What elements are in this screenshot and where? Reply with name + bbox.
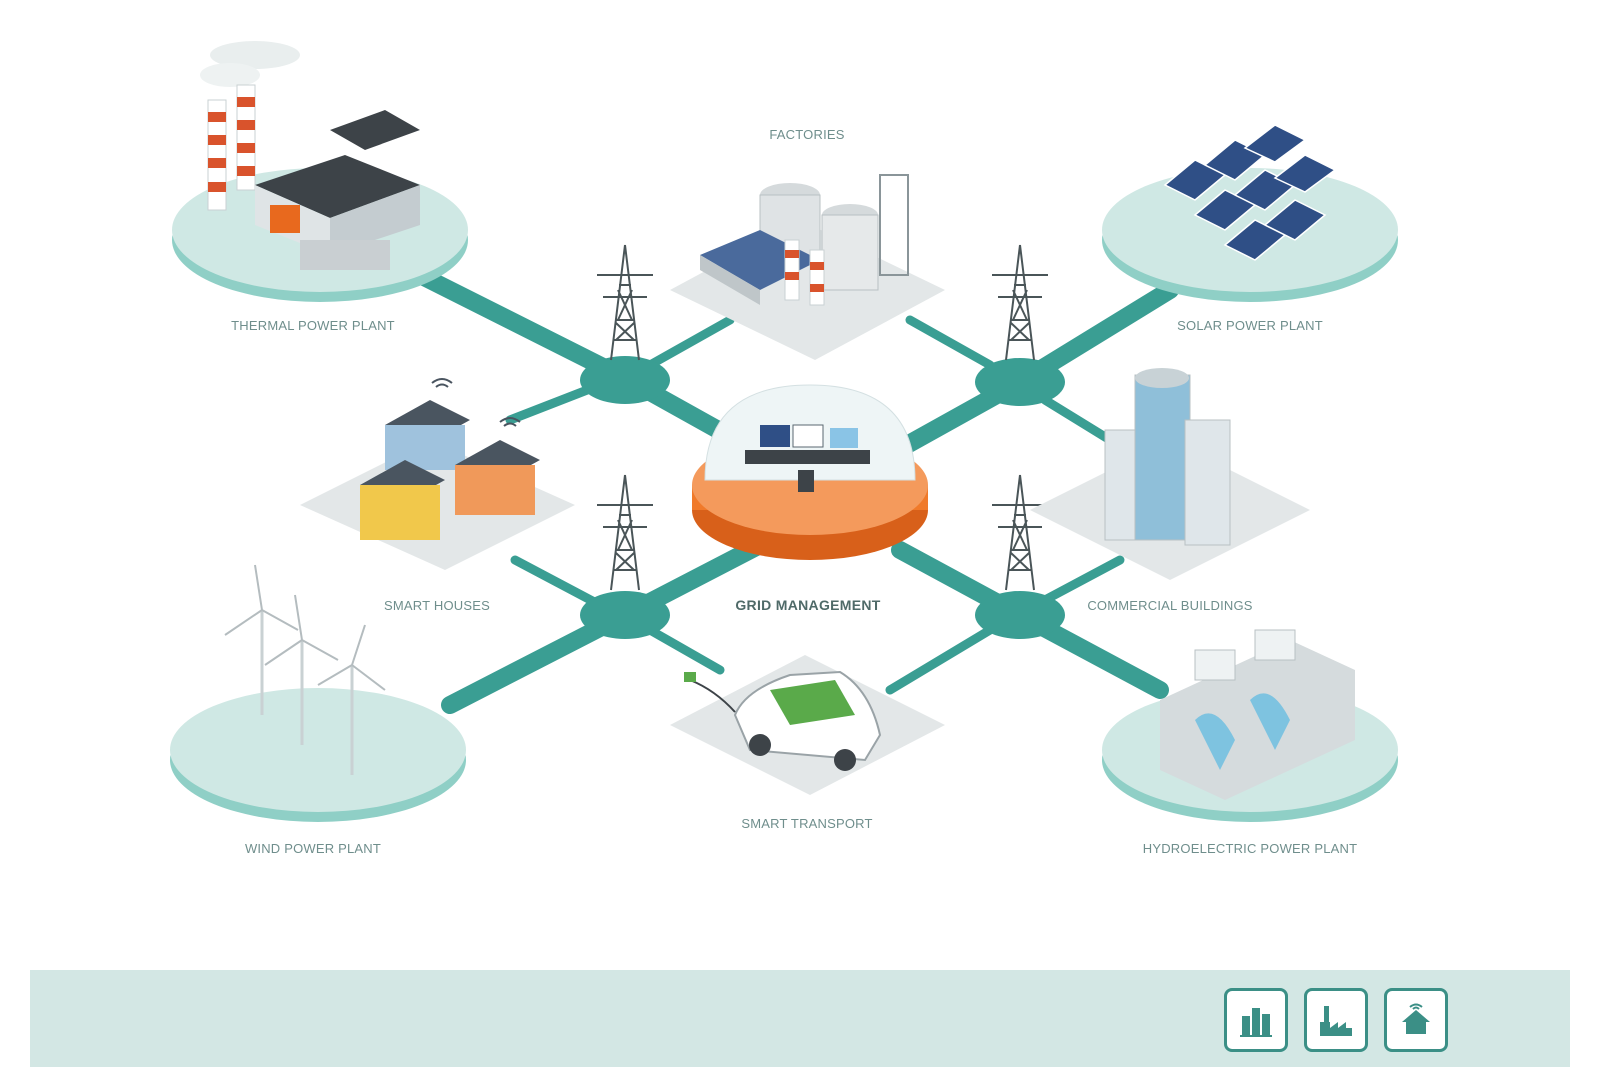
solar-power-plant: [1102, 124, 1398, 302]
junction-node: [975, 591, 1065, 639]
transmission-towers: [597, 244, 1048, 591]
thermal-power-plant: [172, 41, 468, 302]
platform-top: [170, 688, 466, 812]
factories: [670, 174, 945, 360]
label-wind-power-plant: WIND POWER PLANT: [245, 841, 381, 856]
label-grid-management: GRID MANAGEMENT: [735, 597, 880, 613]
label-factories: FACTORIES: [769, 127, 844, 142]
smart-houses: [300, 378, 575, 570]
commercial-buildings: [1030, 368, 1310, 580]
junction-node: [580, 356, 670, 404]
factory-icon[interactable]: [1304, 988, 1368, 1052]
wifi-icon: [499, 417, 521, 427]
footer-band: [30, 970, 1570, 1067]
wind-power-plant: [170, 564, 466, 822]
smart-transport: [670, 655, 945, 795]
grid-junctions: [580, 356, 1065, 639]
junction-node: [975, 358, 1065, 406]
pylon-icon: [992, 244, 1048, 361]
hydroelectric-power-plant: [1102, 629, 1398, 822]
label-smart-transport: SMART TRANSPORT: [741, 816, 872, 831]
pylon-icon: [597, 474, 653, 591]
city-buildings-icon[interactable]: [1224, 988, 1288, 1052]
label-smart-houses: SMART HOUSES: [384, 598, 490, 613]
label-thermal-power-plant: THERMAL POWER PLANT: [231, 318, 395, 333]
wifi-icon: [431, 378, 453, 388]
label-hydroelectric-power-plant: HYDROELECTRIC POWER PLANT: [1143, 841, 1357, 856]
grid-management-hub: [692, 384, 928, 560]
smart-home-icon[interactable]: [1384, 988, 1448, 1052]
label-commercial-buildings: COMMERCIAL BUILDINGS: [1087, 598, 1252, 613]
label-solar-power-plant: SOLAR POWER PLANT: [1177, 318, 1323, 333]
junction-node: [580, 591, 670, 639]
pylon-icon: [992, 474, 1048, 591]
pylon-icon: [597, 244, 653, 361]
diagram-labels: THERMAL POWER PLANT FACTORIES SOLAR POWE…: [231, 127, 1357, 856]
